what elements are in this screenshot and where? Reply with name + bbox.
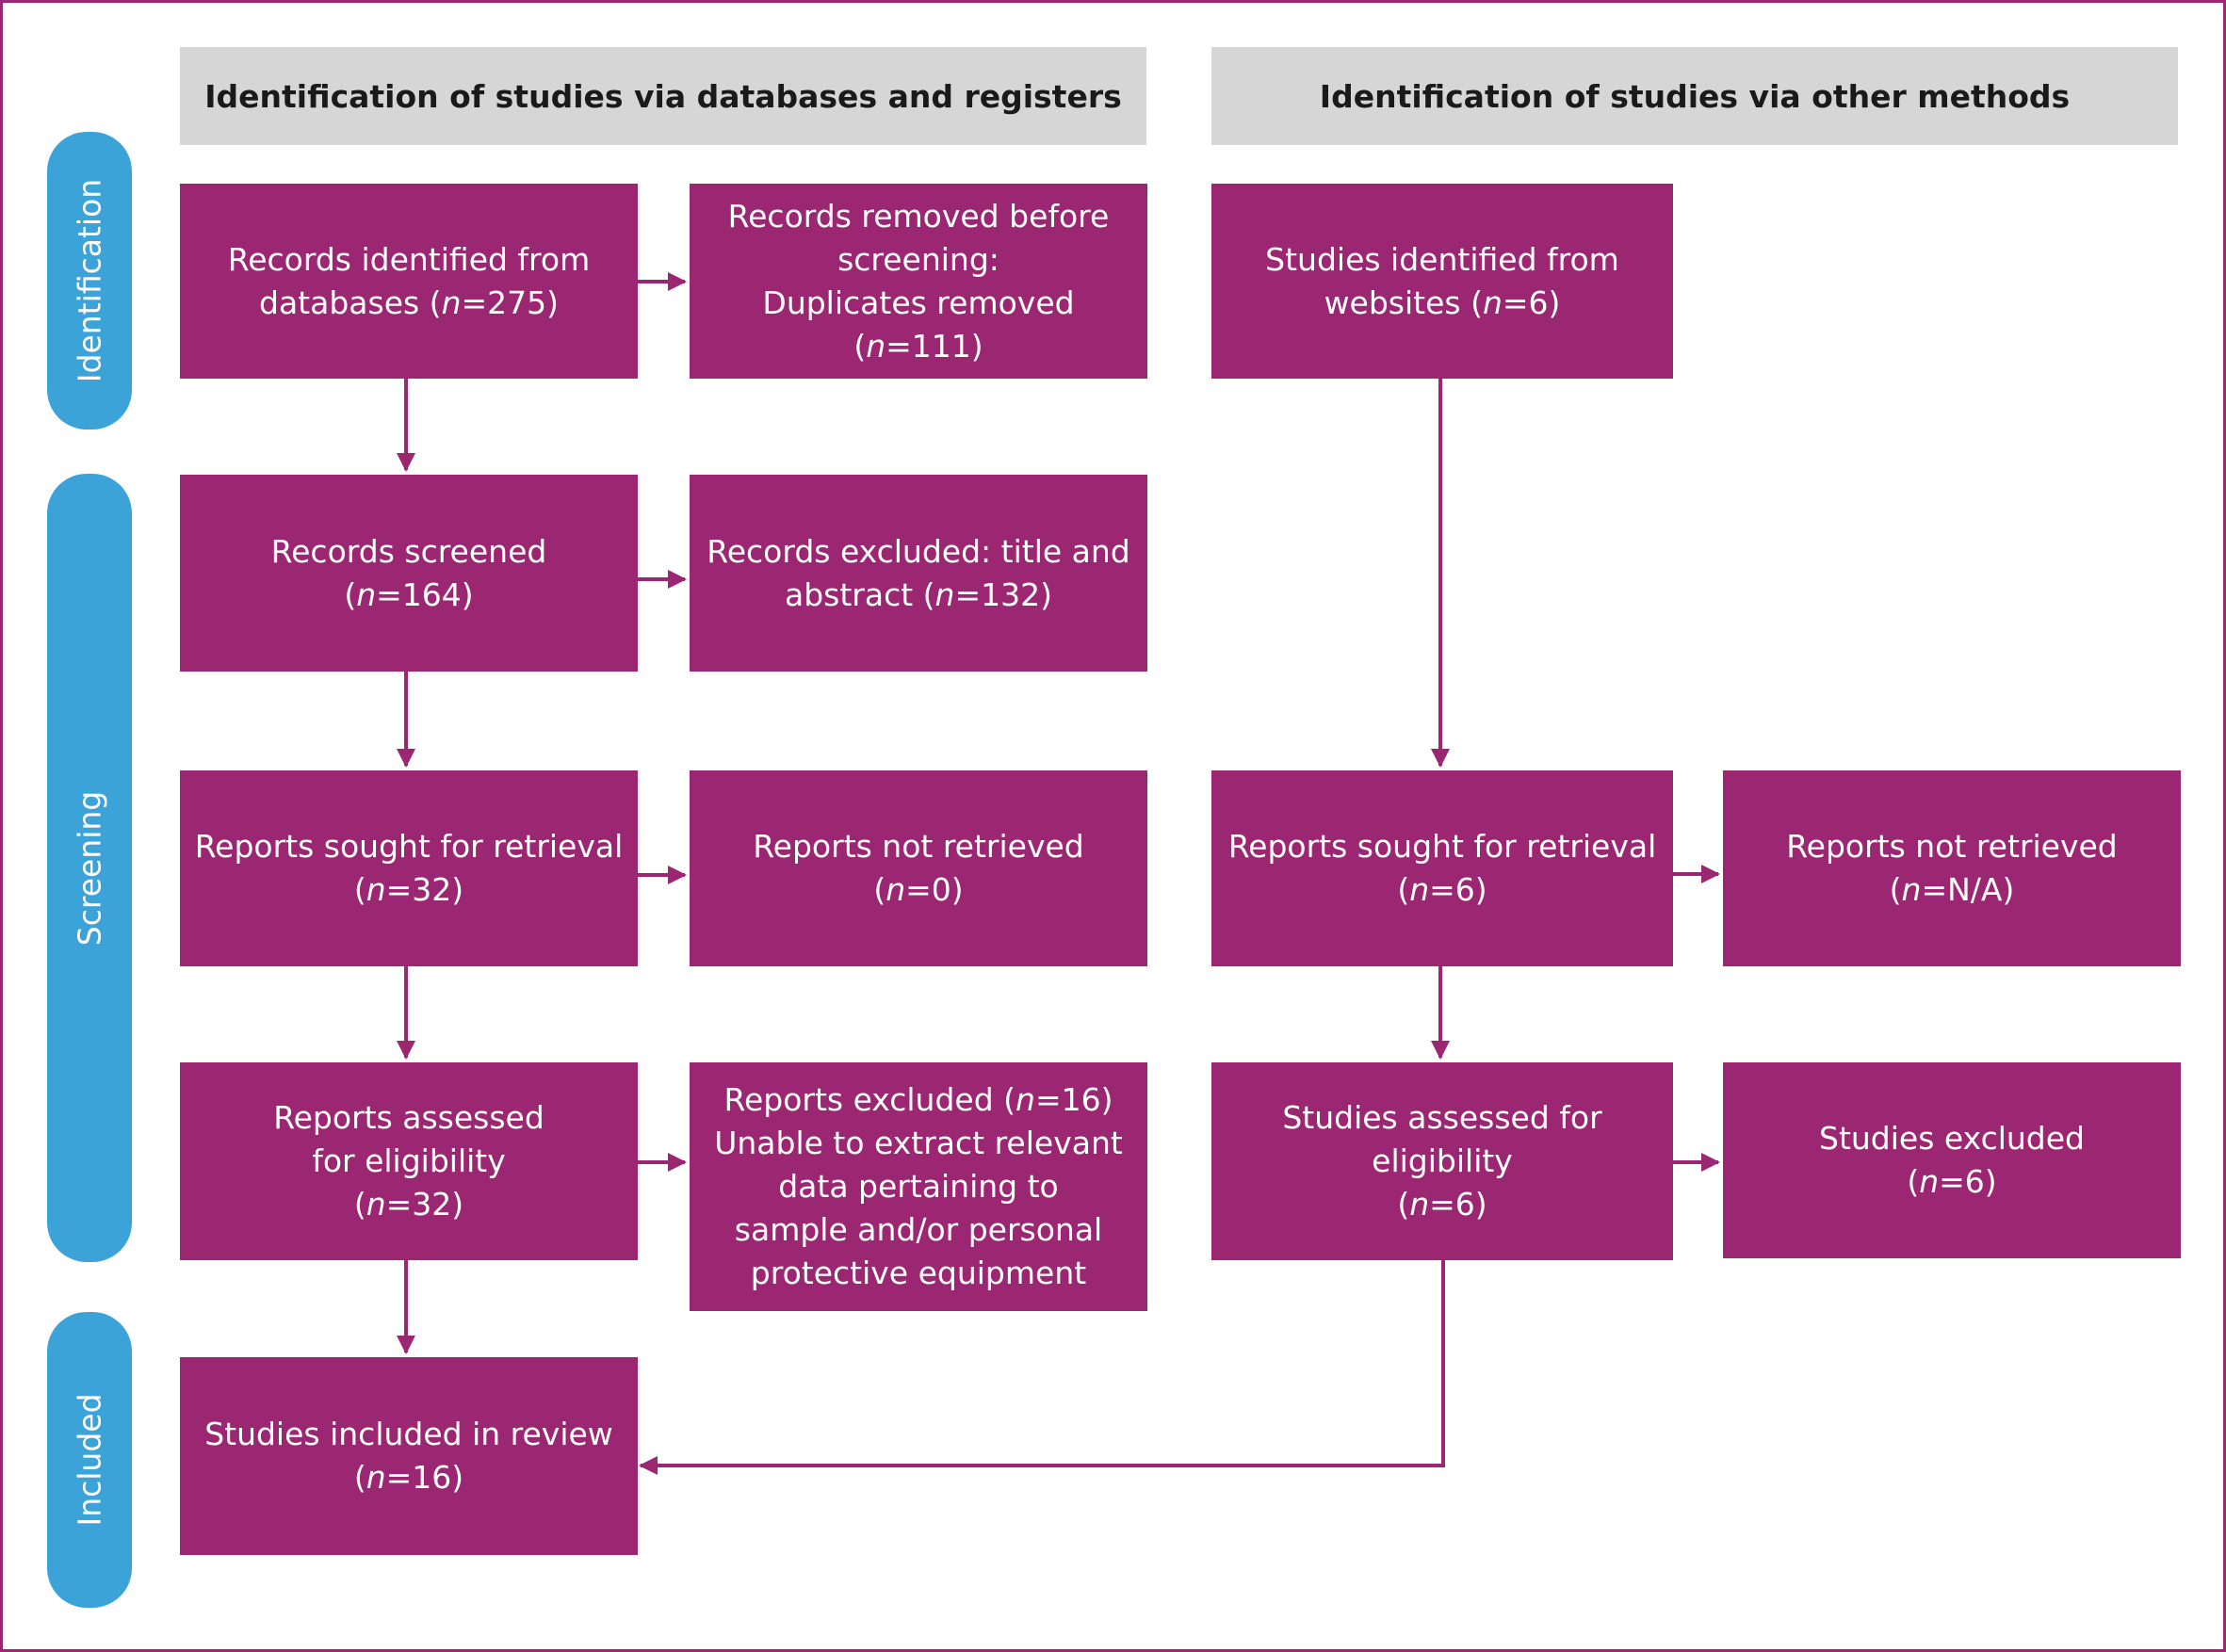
records-identified-line-1: Records identified from [227,240,591,278]
reports-assessed-line-2: for eligibility [312,1142,506,1179]
studies-assessed-line-2: eligibility [1372,1142,1513,1179]
box-reports-not-retrieved-other: Reports not retrieved (n=N/A) [1723,770,2181,966]
reports-not-retrieved-db-line-1: Reports not retrieved [753,828,1084,865]
reports-sought-db-line-1: Reports sought for retrieval [194,828,624,865]
studies-excluded-line-1: Studies excluded [1819,1120,2085,1157]
reports-excluded-line-1: Unable to extract relevant [714,1125,1123,1161]
studies-assessed-line-1: Studies assessed for [1282,1099,1602,1136]
studies-included-line-1: Studies included in review [204,1416,613,1452]
reports-not-retrieved-db-count: (n=0) [873,871,964,908]
records-screened-count: (n=164) [344,575,474,613]
reports-not-retrieved-other-count: (n=N/A) [1889,871,2015,908]
box-reports-sought-db: Reports sought for retrieval (n=32) [180,770,638,966]
box-studies-excluded: Studies excluded (n=6) [1723,1062,2181,1258]
records-removed-line-1: Records removed before [727,197,1110,235]
box-reports-not-retrieved-db: Reports not retrieved (n=0) [690,770,1147,966]
stage-screening: Screening [47,474,132,1262]
reports-sought-db-count: (n=32) [353,871,464,908]
records-screened-line-1: Records screened [270,532,547,570]
box-studies-websites: Studies identified from websites (n=6) [1211,184,1673,379]
box-reports-excluded: Reports excluded (n=16) Unable to extrac… [690,1062,1147,1311]
reports-excluded-line-2: data pertaining to [778,1168,1059,1205]
connector-arrows [397,272,1720,1475]
header-other-label: Identification of studies via other meth… [1319,77,2071,115]
reports-excluded-line-3: sample and/or personal [734,1211,1103,1248]
box-records-identified: Records identified from databases (n=275… [180,184,638,379]
reports-sought-other-count: (n=6) [1397,871,1487,908]
header-databases-label: Identification of studies via databases … [204,77,1122,115]
reports-not-retrieved-other-line-1: Reports not retrieved [1786,828,2118,865]
studies-websites-line-1: Studies identified from [1265,240,1619,278]
box-reports-sought-other: Reports sought for retrieval (n=6) [1211,770,1673,966]
header-databases-registers: Identification of studies via databases … [180,47,1146,145]
stage-identification: Identification [47,132,132,429]
records-removed-line-3: Duplicates removed [762,283,1075,321]
records-removed-line-2: screening: [837,240,999,278]
box-records-screened: Records screened (n=164) [180,475,638,672]
records-excluded-line-1: Records excluded: title and [707,532,1130,570]
records-removed-count: (n=111) [853,327,983,364]
box-records-removed: Records removed before screening: Duplic… [690,184,1147,379]
stage-included: Included [47,1312,132,1608]
reports-assessed-line-1: Reports assessed [273,1099,544,1136]
box-studies-included: Studies included in review (n=16) [180,1357,638,1555]
studies-websites-count: websites (n=6) [1324,283,1561,321]
box-records-excluded: Records excluded: title and abstract (n=… [690,475,1147,672]
reports-excluded-line-4: protective equipment [750,1255,1087,1291]
reports-excluded-count: Reports excluded (n=16) [723,1081,1113,1118]
reports-assessed-count: (n=32) [353,1186,464,1223]
reports-sought-other-line-1: Reports sought for retrieval [1227,828,1657,865]
box-studies-assessed: Studies assessed for eligibility (n=6) [1211,1062,1673,1260]
studies-included-count: (n=16) [353,1459,464,1496]
box-reports-assessed: Reports assessed for eligibility (n=32) [180,1062,638,1260]
studies-assessed-count: (n=6) [1397,1186,1487,1223]
records-excluded-count: abstract (n=132) [785,575,1052,613]
header-other-methods: Identification of studies via other meth… [1211,47,2178,145]
studies-excluded-count: (n=6) [1907,1163,1997,1200]
records-identified-count: databases (n=275) [259,283,559,321]
arrow-studies-assessed-to-included [639,1257,1445,1475]
